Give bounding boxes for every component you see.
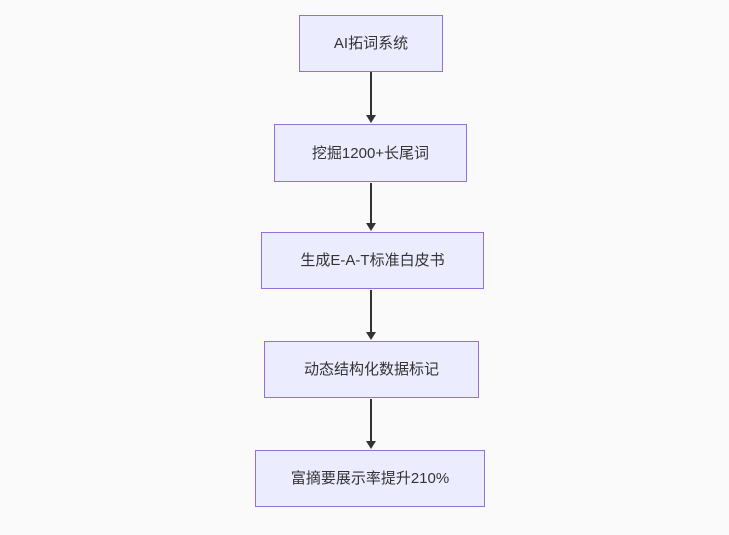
flow-node-label: 富摘要展示率提升210% <box>290 470 450 487</box>
arrow-head-icon <box>366 223 376 231</box>
arrow-line <box>370 72 372 117</box>
flow-node-label: 动态结构化数据标记 <box>303 361 439 378</box>
flow-node-label: 生成E-A-T标准白皮书 <box>300 252 445 269</box>
arrow-line <box>370 399 372 443</box>
arrow-head-icon <box>366 332 376 340</box>
arrow-line <box>370 290 372 334</box>
arrow-head-icon <box>366 115 376 123</box>
flow-arrow-3 <box>366 290 376 340</box>
flow-node-structured-data: 动态结构化数据标记 <box>264 341 479 398</box>
arrow-line <box>370 183 372 225</box>
flow-node-eat-whitepaper: 生成E-A-T标准白皮书 <box>261 232 484 289</box>
flow-node-label: AI拓词系统 <box>333 35 409 52</box>
flow-node-label: 挖掘1200+长尾词 <box>311 144 430 162</box>
flow-node-rich-snippet-result: 富摘要展示率提升210% <box>255 450 485 507</box>
arrow-head-icon <box>366 441 376 449</box>
flow-arrow-1 <box>366 72 376 123</box>
flow-arrow-4 <box>366 399 376 449</box>
flow-node-ai-keyword-system: AI拓词系统 <box>299 15 443 72</box>
flow-node-longtail-mining: 挖掘1200+长尾词 <box>274 124 467 182</box>
flow-arrow-2 <box>366 183 376 231</box>
